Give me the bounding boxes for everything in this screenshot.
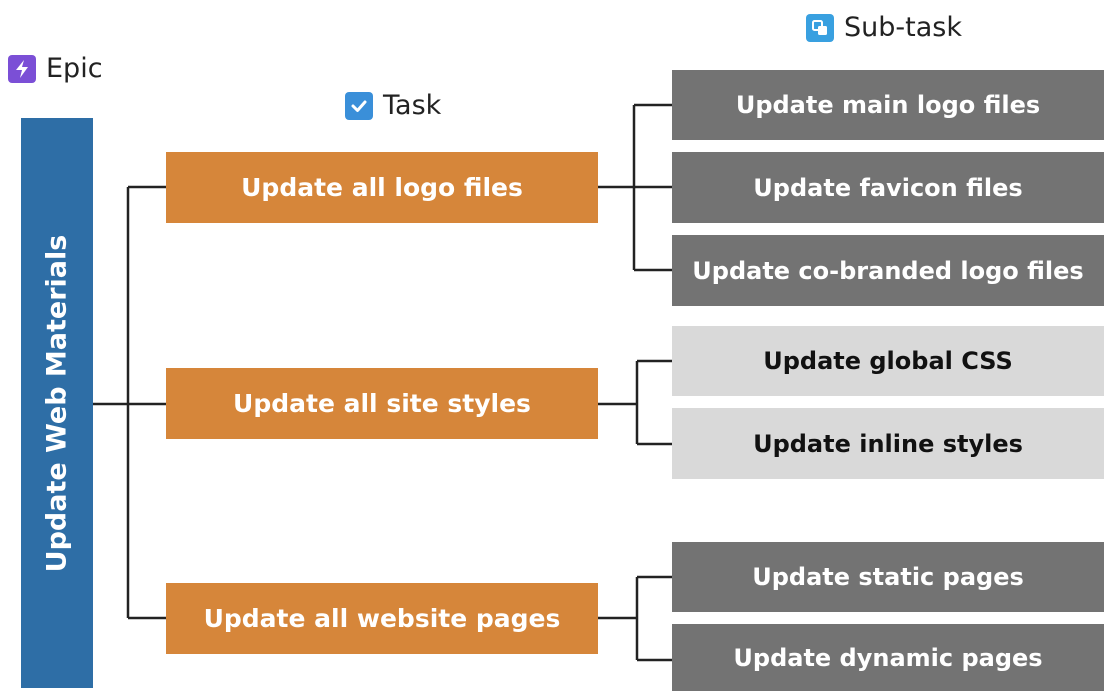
task-box-logo-files[interactable]: Update all logo files [166, 152, 598, 223]
legend-subtask-label: Sub-task [844, 12, 962, 43]
subtask-box-main-logo-files[interactable]: Update main logo files [672, 70, 1104, 140]
task-label: Update all website pages [203, 604, 561, 633]
subtask-box-global-css[interactable]: Update global CSS [672, 326, 1104, 396]
subtask-box-static-pages[interactable]: Update static pages [672, 542, 1104, 612]
checkbox-icon [345, 91, 373, 120]
subtask-label: Update main logo files [735, 91, 1041, 119]
epic-box[interactable]: Update Web Materials [21, 118, 93, 688]
task-box-website-pages[interactable]: Update all website pages [166, 583, 598, 654]
legend-task: Task [345, 90, 441, 121]
task-label: Update all logo files [241, 173, 523, 202]
subtask-icon [806, 13, 834, 42]
subtask-label: Update co-branded logo files [692, 256, 1084, 285]
subtask-label: Update favicon files [753, 173, 1023, 202]
lightning-bolt-icon [8, 54, 36, 83]
legend-epic-label: Epic [46, 53, 103, 84]
subtask-label: Update static pages [752, 563, 1024, 591]
epic-label: Update Web Materials [41, 234, 73, 572]
subtask-box-inline-styles[interactable]: Update inline styles [672, 408, 1104, 479]
legend-subtask: Sub-task [806, 12, 962, 43]
subtask-box-dynamic-pages[interactable]: Update dynamic pages [672, 624, 1104, 691]
legend-task-label: Task [383, 90, 442, 121]
task-label: Update all site styles [233, 389, 531, 418]
subtask-label: Update dynamic pages [733, 643, 1043, 672]
subtask-label: Update inline styles [753, 429, 1023, 458]
subtask-label: Update global CSS [763, 347, 1013, 375]
task-box-site-styles[interactable]: Update all site styles [166, 368, 598, 439]
subtask-box-favicon-files[interactable]: Update favicon files [672, 152, 1104, 223]
legend-epic: Epic [8, 53, 103, 84]
subtask-box-co-branded-logo-files[interactable]: Update co-branded logo files [672, 235, 1104, 306]
